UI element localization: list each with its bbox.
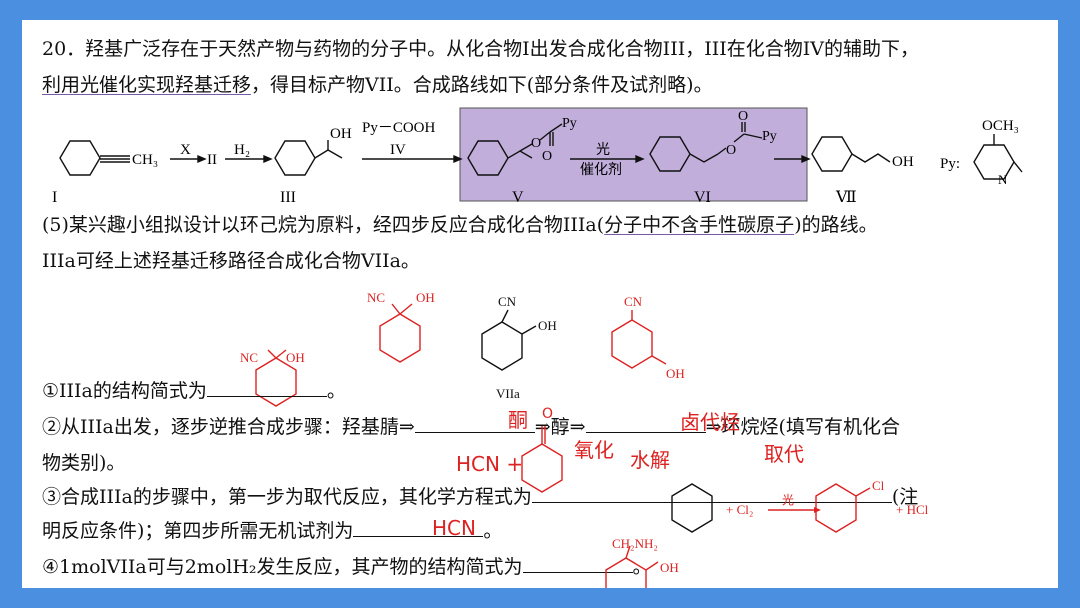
part5-line2-text: IIIa可经上述羟基迁移路径合成化合物VIIa。	[42, 250, 420, 272]
reagent-iv: IV	[390, 142, 406, 158]
q2-line2: 物类别)。	[42, 448, 125, 475]
question-line-2: 利用光催化实现羟基迁移，得目标产物VII。合成路线如下(部分条件及试剂略)。	[42, 70, 713, 97]
reagent-x: X	[180, 142, 191, 158]
q4-oh: OH	[660, 560, 679, 575]
cn-right: CN	[624, 294, 643, 309]
label-II-inline: II	[207, 152, 217, 168]
q4-ch2nh2: CH₂NH₂	[612, 536, 658, 551]
answer-hydrolysis: 水解	[630, 448, 670, 472]
answer-ketone: 酮	[508, 408, 528, 432]
q3-end2: 。	[483, 520, 503, 542]
oh-q1: OH	[286, 350, 305, 365]
q1-text: ①IIIa的结构简式为	[42, 380, 207, 402]
oh-III: OH	[330, 126, 352, 142]
eq-hcl: + HCl	[896, 502, 929, 517]
o-carbonyl-VI: O	[738, 109, 748, 124]
answer-ring-cn-oh	[611, 319, 653, 369]
benzene-ring-I	[59, 140, 101, 176]
q3-blank-2[interactable]	[353, 518, 484, 537]
ketone-ring	[521, 443, 563, 493]
q2-line: ②从IIIa出发，逐步逆推合成步骤：羟基腈⇒ ⇒醇⇒ ⇒环烷烃(填写有机化合	[42, 412, 900, 439]
q2-blank-1[interactable]	[414, 414, 535, 433]
reagent-py-cooh: Py－COOH	[362, 120, 436, 136]
oh-center: OH	[416, 290, 435, 305]
part5-intro-end: )的路线。	[794, 214, 878, 236]
answer-ketone-o: O	[542, 406, 554, 422]
nc-q1: NC	[240, 350, 258, 365]
n-atom: N	[998, 172, 1008, 187]
label-VII: Ⅶ	[835, 189, 857, 204]
chlorocyclohexane-ring	[815, 483, 857, 533]
no-chiral-note: 分子中不含手性碳原子	[604, 214, 795, 236]
viia-label: VIIa	[496, 386, 520, 401]
o-V: O	[531, 136, 541, 151]
label-III: III	[280, 189, 296, 204]
ch3-group: CH₃	[132, 152, 158, 168]
benzene-ring-III	[274, 140, 316, 176]
question-text-2: ，得目标产物VII。合成路线如下(部分条件及试剂略)。	[251, 74, 713, 96]
q3-text: ③合成IIIa的步骤中，第一步为取代反应，其化学方程式为	[42, 486, 532, 508]
q4-text: ④1molVIIa可与2molH₂发生反应，其产物的结构简式为	[42, 556, 523, 578]
cn-viia: CN	[498, 294, 517, 309]
question-line-1: 20．羟基广泛存在于天然产物与药物的分子中。从化合物I出发合成化合物III，II…	[42, 34, 919, 61]
label-VI: VI	[694, 189, 711, 204]
cyclohexane-ring	[671, 483, 713, 533]
nc-center: NC	[367, 290, 385, 305]
part5-intro-text: (5)某兴趣小组拟设计以环己烷为原料，经四步反应合成化合物IIIa(	[42, 214, 605, 236]
oh-VII: OH	[892, 154, 914, 170]
eq-light: 光	[782, 493, 794, 507]
reagent-h2: H₂	[234, 142, 250, 158]
oh-right: OH	[666, 366, 685, 381]
o-carbonyl-V: O	[542, 149, 552, 164]
oh-viia: OH	[538, 318, 557, 333]
answer-ring-nc-oh	[379, 313, 421, 363]
q3-end: (注	[891, 486, 919, 508]
answer-hcn: HCN	[432, 516, 476, 540]
q1-blank[interactable]	[206, 378, 327, 397]
structures-area: NC OH NC OH CN OH VIIa CN OH	[240, 290, 685, 407]
och3-group: OCH₃	[982, 118, 1019, 134]
eq-cl2: + Cl₂	[726, 502, 753, 517]
q2-line2-text: 物类别)。	[42, 452, 126, 474]
answer-halide: 卤代烃	[680, 410, 740, 434]
slide-paper: 20．羟基广泛存在于天然产物与药物的分子中。从化合物I出发合成化合物III，II…	[22, 20, 1058, 588]
q2-mid2: ⇒环烷烃(填写有机化合	[705, 416, 900, 438]
part5-intro: (5)某兴趣小组拟设计以环己烷为原料，经四步反应合成化合物IIIa(分子中不含手…	[42, 210, 878, 237]
cond-catalyst: 催化剂	[580, 162, 622, 178]
pyridine-ring	[973, 144, 1015, 180]
benzene-ring-VII	[811, 136, 853, 172]
o-VI: O	[726, 143, 736, 158]
highlighted-phrase: 利用光催化实现羟基迁移	[42, 74, 252, 96]
q1-line: ①IIIa的结构简式为 。	[42, 376, 346, 403]
cond-light: 光	[596, 142, 610, 158]
part5-line2: IIIa可经上述羟基迁移路径合成化合物VIIa。	[42, 246, 420, 273]
q4-blank[interactable]	[522, 554, 633, 573]
label-I: I	[52, 189, 57, 204]
highlight-box	[459, 107, 808, 202]
answer-hcn-plus: HCN +	[456, 452, 524, 476]
answer-substitution: 取代	[764, 442, 804, 466]
q2-blank-2[interactable]	[585, 414, 706, 433]
q2-text: ②从IIIa出发，逐步逆推合成步骤：羟基腈⇒	[42, 416, 415, 438]
py-V: Py	[562, 116, 577, 131]
py-VI: Py	[762, 129, 777, 144]
question-text-1: 20．羟基广泛存在于天然产物与药物的分子中。从化合物I出发合成化合物III，II…	[42, 38, 919, 60]
q1-end: 。	[326, 380, 346, 402]
q3-line2-text: 明反应条件)；第四步所需无机试剂为	[42, 520, 354, 542]
answer-oxidation: 氧化	[574, 438, 614, 462]
py-definition-label: Py:	[940, 156, 960, 172]
q2-mid1: ⇒醇⇒	[534, 416, 586, 438]
label-V: V	[512, 189, 524, 204]
viia-ring	[481, 321, 523, 371]
eq-cl: Cl	[872, 478, 885, 493]
q3-line2: 明反应条件)；第四步所需无机试剂为 。	[42, 516, 502, 543]
answer-drawings: + Cl₂ 光 Cl + HCl CH₂NH₂ OH	[521, 426, 929, 588]
q4-product-ring	[605, 557, 647, 588]
reaction-scheme: I CH₃ X II H₂ III OH Py－COOH IV O O Py V…	[52, 107, 1023, 204]
